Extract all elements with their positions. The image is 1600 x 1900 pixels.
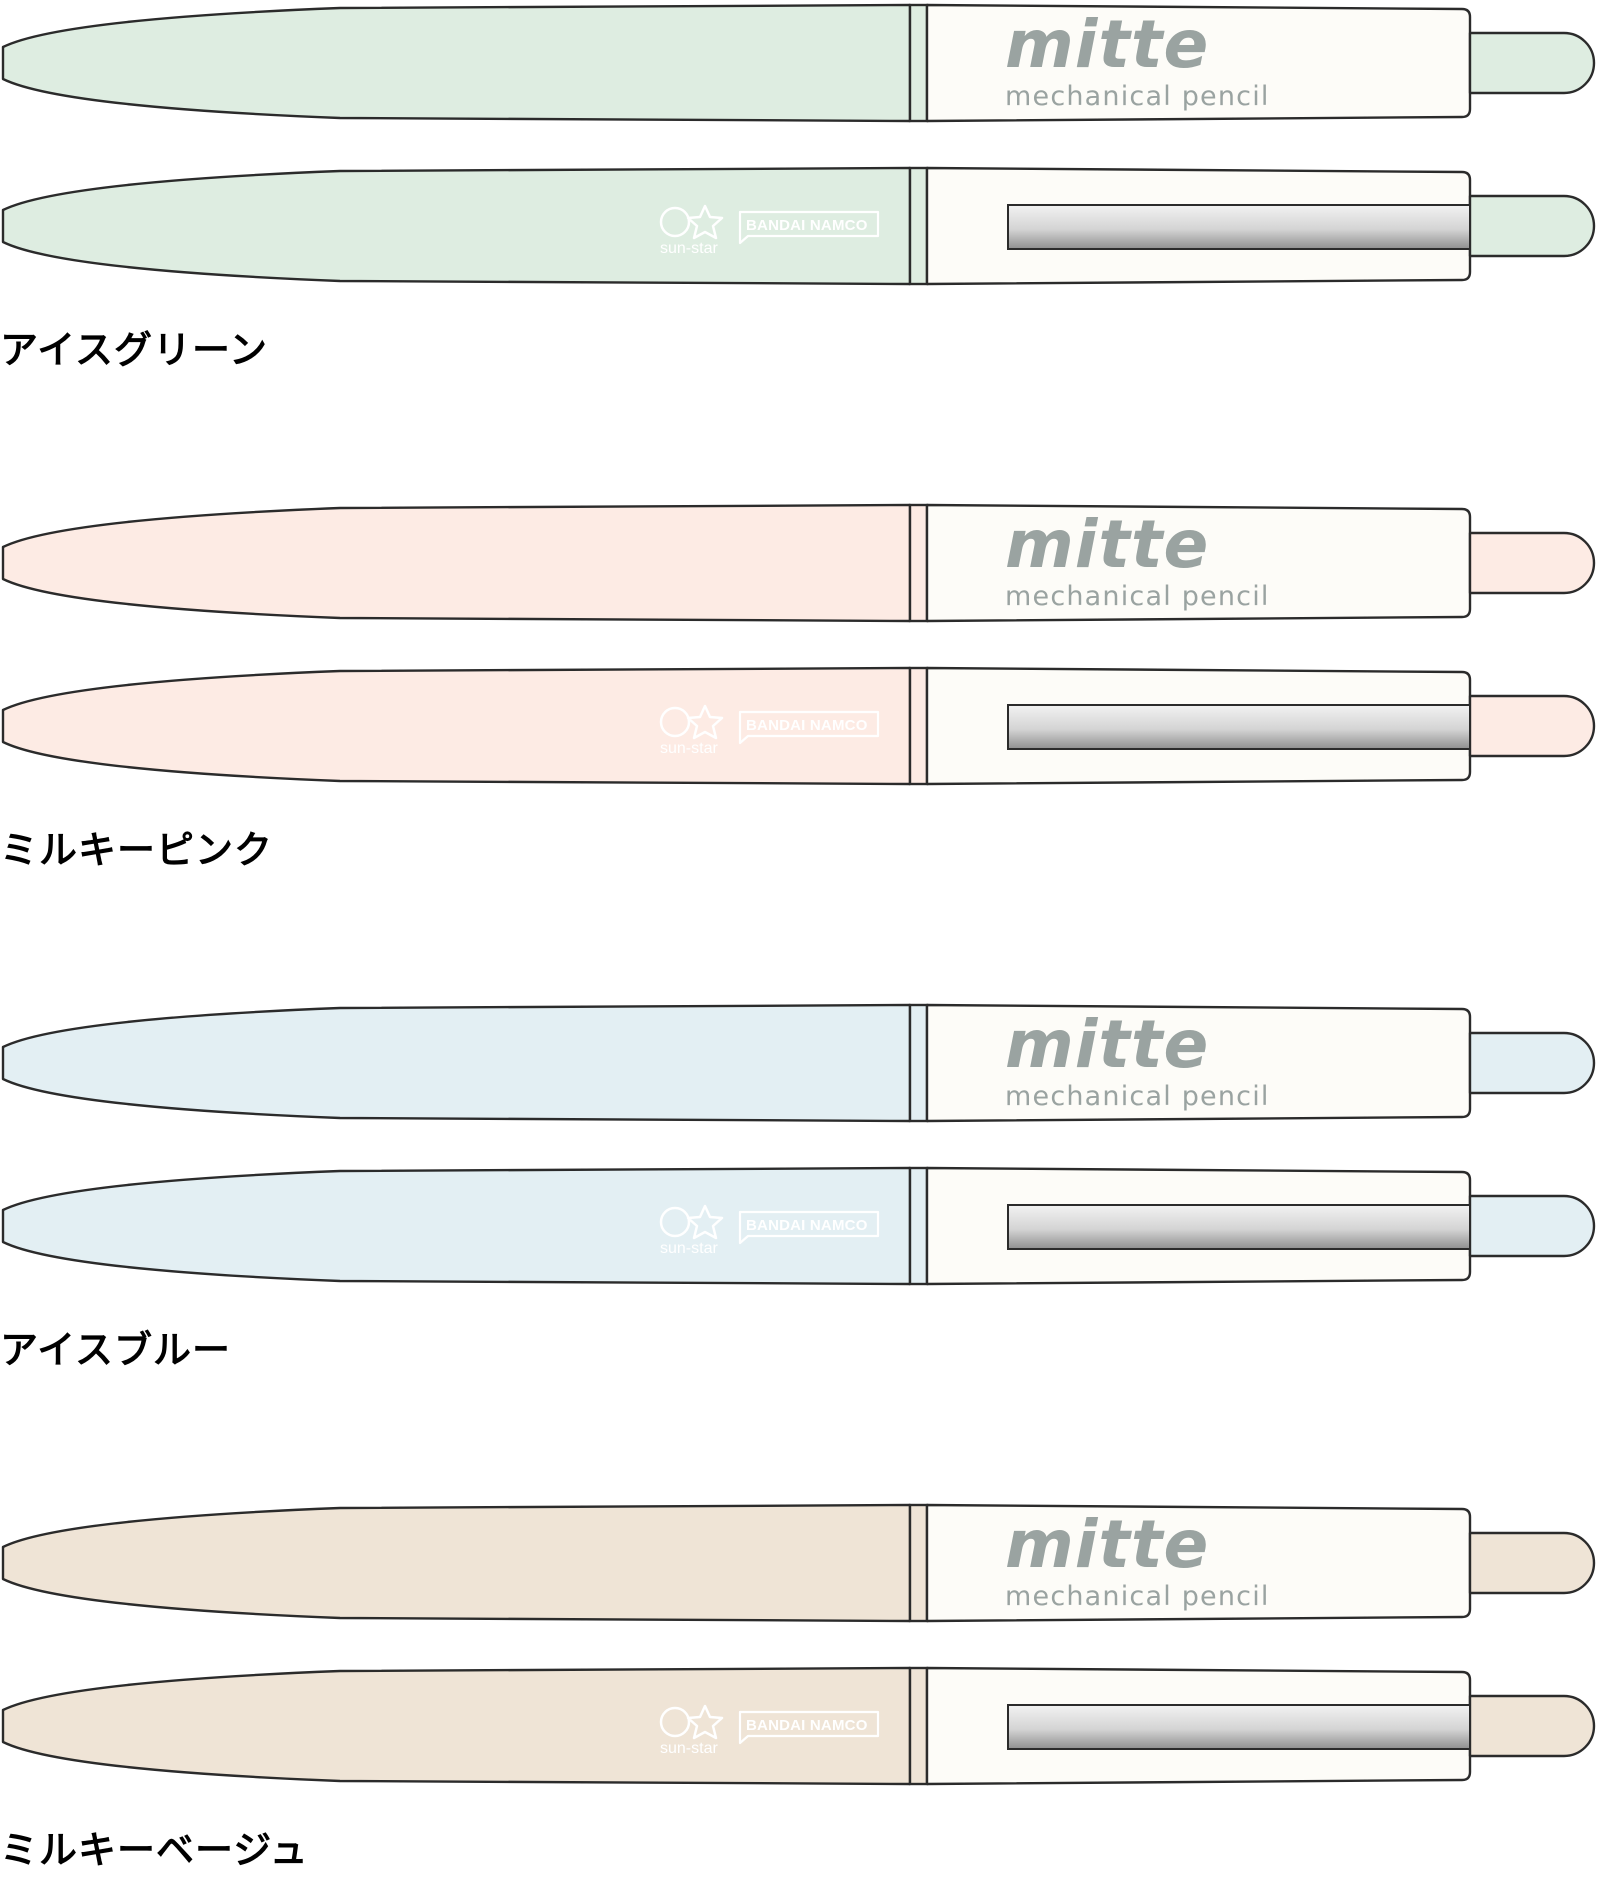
pencil-joint-ring <box>908 1666 929 1786</box>
svg-text:sun-star: sun-star <box>660 1240 718 1257</box>
svg-text:BANDAI NAMCO: BANDAI NAMCO <box>746 1217 868 1234</box>
pencil-cap <box>925 3 1472 123</box>
pencil-joint-ring <box>908 1503 929 1623</box>
pencil-joint-ring <box>908 166 929 286</box>
pencil-knock-button <box>1468 531 1596 595</box>
product-type-label: mechanical pencil <box>1005 581 1270 612</box>
pencil-barrel <box>1 166 912 286</box>
pencil-joint-ring <box>908 1003 929 1123</box>
partner-logo: BANDAI NAMCO <box>738 1210 880 1245</box>
sunstar-logo: sun-star <box>659 1704 724 1757</box>
product-logo: mitte <box>1005 6 1209 83</box>
pencil-joint-ring <box>908 503 929 623</box>
pencil-knock-button <box>1468 194 1596 258</box>
product-type-label: mechanical pencil <box>1005 1081 1270 1112</box>
pencil-clip-view: sun-star BANDAI NAMCO <box>1 166 1596 286</box>
pencil-clip <box>1007 1704 1471 1750</box>
pencil-barrel <box>1 1666 912 1786</box>
pencil-barrel <box>1 3 912 123</box>
pencil-knock-button <box>1468 1031 1596 1095</box>
pencil-cap <box>925 1003 1472 1123</box>
pencil-joint-ring <box>908 1166 929 1286</box>
pencil-knock-button <box>1468 1694 1596 1758</box>
pencil-joint-ring <box>908 666 929 786</box>
pencil-barrel <box>1 1003 912 1123</box>
pencil-clip <box>1007 704 1471 750</box>
svg-text:BANDAI NAMCO: BANDAI NAMCO <box>746 1717 868 1734</box>
pencil-cap <box>925 503 1472 623</box>
product-type-label: mechanical pencil <box>1005 1581 1270 1612</box>
pencil-clip <box>1007 1204 1471 1250</box>
partner-logo: BANDAI NAMCO <box>738 210 880 245</box>
svg-text:BANDAI NAMCO: BANDAI NAMCO <box>746 217 868 234</box>
color-name-label: アイスブルー <box>0 1328 231 1372</box>
svg-text:sun-star: sun-star <box>660 740 718 757</box>
product-logo: mitte <box>1005 1006 1209 1083</box>
svg-text:sun-star: sun-star <box>660 1740 718 1757</box>
pencil-cap <box>925 1503 1472 1623</box>
pencil-barrel <box>1 1166 912 1286</box>
color-name-label: アイスグリーン <box>0 328 269 372</box>
svg-text:BANDAI NAMCO: BANDAI NAMCO <box>746 717 868 734</box>
partner-logo: BANDAI NAMCO <box>738 1710 880 1745</box>
pencil-barrel <box>1 503 912 623</box>
pencil-clip <box>1007 204 1471 250</box>
pencil-clip-view: sun-star BANDAI NAMCO <box>1 1166 1596 1286</box>
pencil-knock-button <box>1468 31 1596 95</box>
color-name-label: ミルキーベージュ <box>0 1828 309 1872</box>
pencil-clip-view: sun-star BANDAI NAMCO <box>1 1666 1596 1786</box>
sunstar-logo: sun-star <box>659 1204 724 1257</box>
sunstar-logo: sun-star <box>659 204 724 257</box>
pencil-knock-button <box>1468 1531 1596 1595</box>
product-logo: mitte <box>1005 1506 1209 1583</box>
pencil-clip-view: sun-star BANDAI NAMCO <box>1 666 1596 786</box>
color-name-label: ミルキーピンク <box>0 828 274 872</box>
product-type-label: mechanical pencil <box>1005 81 1270 112</box>
pencil-knock-button <box>1468 1194 1596 1258</box>
pencil-joint-ring <box>908 3 929 123</box>
partner-logo: BANDAI NAMCO <box>738 710 880 745</box>
product-logo: mitte <box>1005 506 1209 583</box>
svg-text:sun-star: sun-star <box>660 240 718 257</box>
pencil-barrel <box>1 666 912 786</box>
pencil-knock-button <box>1468 694 1596 758</box>
sunstar-logo: sun-star <box>659 704 724 757</box>
pencil-barrel <box>1 1503 912 1623</box>
